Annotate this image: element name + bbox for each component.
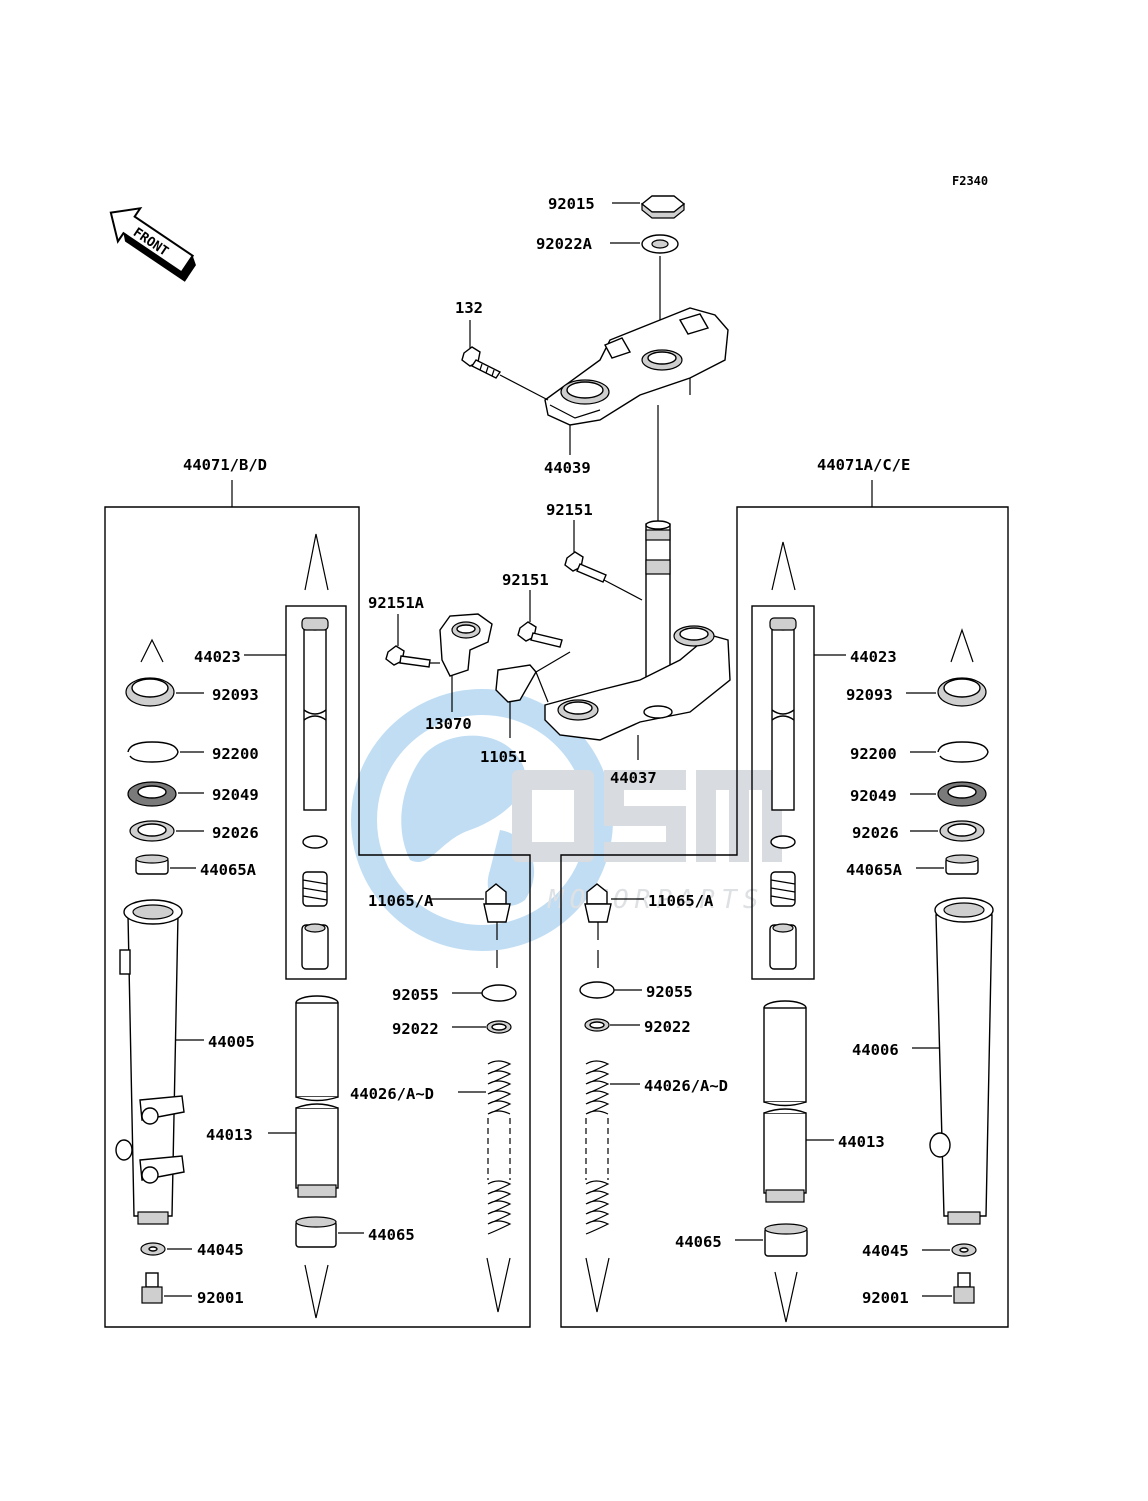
right-inner-tube-44023	[769, 617, 797, 811]
left-cap-bolt-11065	[483, 883, 511, 968]
left-inner-tube-subbox	[285, 605, 347, 980]
watermark-globe	[351, 689, 613, 951]
right-bushing-44065A	[945, 854, 979, 875]
left-label-92049: 92049	[212, 786, 259, 804]
right-label-11065A: 11065/A	[648, 892, 714, 910]
left-washer-92022	[486, 1020, 512, 1034]
left-subbox-parts	[301, 835, 329, 970]
bolt-92151-upper	[564, 551, 607, 583]
left-cylinder-44013	[295, 995, 339, 1198]
right-cap-bolt-11065	[584, 883, 612, 968]
watermark-subtitle: MOTORPARTS	[547, 885, 765, 915]
label-13070: 13070	[425, 715, 472, 733]
lower-bracket-44037	[544, 625, 731, 741]
left-label-92022: 92022	[392, 1020, 439, 1038]
right-washer-92026	[939, 820, 985, 842]
left-label-11065A: 11065/A	[368, 892, 434, 910]
right-label-92001: 92001	[862, 1289, 909, 1307]
left-label-44005: 44005	[208, 1033, 255, 1051]
right-label-44065: 44065	[675, 1233, 722, 1251]
right-label-44013: 44013	[838, 1133, 885, 1151]
right-label-92055: 92055	[646, 983, 693, 1001]
right-cylinder-44013	[763, 1000, 807, 1203]
right-bushing-44065	[764, 1223, 808, 1257]
left-washer-92026	[129, 820, 175, 842]
left-label-92001: 92001	[197, 1289, 244, 1307]
left-label-44026: 44026/A~D	[350, 1085, 434, 1103]
right-dust-seal-92093	[937, 677, 987, 707]
label-92151-lower: 92151	[502, 571, 549, 589]
nut-92015	[640, 195, 686, 219]
bolt-92151-lower	[517, 621, 563, 648]
left-inner-tube-44023	[301, 617, 329, 811]
left-oil-seal-92049	[127, 781, 177, 807]
label-92151A: 92151A	[368, 594, 425, 612]
watermark-letters	[512, 770, 782, 862]
left-bushing-44065A	[135, 854, 169, 875]
left-label-44065: 44065	[368, 1226, 415, 1244]
left-label-92055: 92055	[392, 986, 439, 1004]
right-inner-tube-subbox	[751, 605, 815, 980]
label-132: 132	[455, 299, 483, 317]
left-spring-44026	[487, 1060, 512, 1235]
right-washer-44045	[951, 1243, 977, 1257]
left-washer-44045	[140, 1242, 166, 1256]
upper-bracket-44039	[544, 307, 729, 426]
left-label-44013: 44013	[206, 1126, 253, 1144]
left-oring-92055	[481, 984, 517, 1002]
left-outer-tube-44005	[115, 899, 185, 1225]
clamp-13070	[439, 613, 493, 677]
right-label-44006: 44006	[852, 1041, 899, 1059]
left-bushing-44065	[295, 1216, 337, 1248]
right-label-92026: 92026	[852, 824, 899, 842]
right-label-44045: 44045	[862, 1242, 909, 1260]
right-label-44026: 44026/A~D	[644, 1077, 728, 1095]
right-outer-tube-44006	[929, 897, 994, 1225]
left-assembly-frame	[104, 506, 531, 1328]
bolt-92151A	[385, 645, 431, 668]
left-clip-92200	[127, 741, 179, 763]
right-clip-92200	[937, 741, 989, 763]
right-label-92200: 92200	[850, 745, 897, 763]
right-subbox-parts	[769, 835, 797, 970]
label-44037: 44037	[610, 769, 657, 787]
left-label-44045: 44045	[197, 1241, 244, 1259]
right-spring-44026	[585, 1060, 610, 1235]
label-44039: 44039	[544, 459, 591, 477]
right-label-44023: 44023	[850, 648, 897, 666]
figure-code: F2340	[952, 174, 988, 188]
right-assembly-frame	[560, 506, 1009, 1328]
right-label-44065A: 44065A	[846, 861, 903, 879]
bolt-132	[461, 346, 502, 379]
label-92151-upper: 92151	[546, 501, 593, 519]
right-oring-92055	[579, 981, 615, 999]
left-label-92026: 92026	[212, 824, 259, 842]
front-arrow-icon: FRONT	[109, 206, 196, 282]
right-label-92093: 92093	[846, 686, 893, 704]
label-11051: 11051	[480, 748, 527, 766]
label-92022A: 92022A	[536, 235, 593, 253]
plate-11051	[495, 651, 571, 703]
left-label-92093: 92093	[212, 686, 259, 704]
left-label-92200: 92200	[212, 745, 259, 763]
left-dust-seal-92093	[125, 677, 175, 707]
left-bolt-92001	[141, 1272, 163, 1304]
left-assembly-label: 44071/B/D	[183, 456, 267, 474]
right-label-92049: 92049	[850, 787, 897, 805]
right-assembly-label: 44071A/C/E	[817, 456, 910, 474]
left-label-44023: 44023	[194, 648, 241, 666]
right-label-92022: 92022	[644, 1018, 691, 1036]
label-92015: 92015	[548, 195, 595, 213]
watermark: MOTORPARTS	[351, 689, 782, 951]
right-washer-92022	[584, 1018, 610, 1032]
washer-92022A	[641, 234, 679, 254]
left-label-44065A: 44065A	[200, 861, 257, 879]
right-bolt-92001	[953, 1272, 975, 1304]
right-oil-seal-92049	[937, 781, 987, 807]
